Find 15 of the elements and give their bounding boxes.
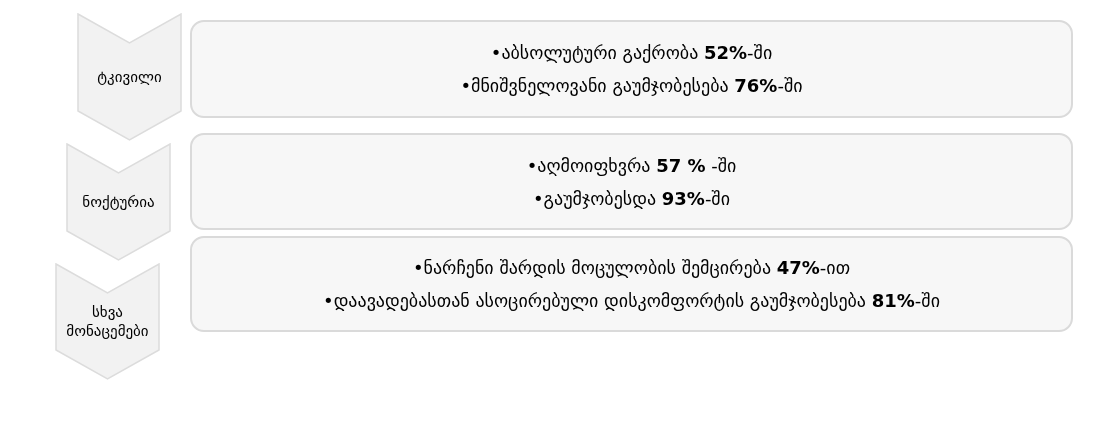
category-label: ნოქტურია: [82, 192, 155, 212]
bullet-text: •აბსოლუტური გაქრობა 52%-ში: [490, 41, 773, 65]
rounded-panel: [190, 20, 1073, 118]
bullet-text: •აღმოიფხვრა 57 % -ში: [526, 153, 737, 178]
category-label: სხვა მონაცემები: [65, 302, 150, 341]
bullet-text: •გაუმჯობესდა 93%-ში: [533, 186, 730, 211]
rounded-panel: [190, 236, 1073, 332]
chevron-shape: [66, 143, 171, 261]
category-label: ტკივილი: [97, 67, 162, 87]
bullet-text: •ნარჩენი შარდის მოცულობის შემცირება 47%-ით: [412, 256, 851, 280]
chevron-shape: [55, 263, 160, 380]
bullet-text: •დაავადებასთან ასოცირებული დისკომფორტის გაუმჯობესება 81%-ში: [323, 289, 940, 313]
bullet-text: •მნიშვნელოვანი გაუმჯობესება 76%-ში: [460, 74, 803, 98]
rounded-panel: [190, 133, 1073, 230]
chevron-shape: [77, 13, 182, 141]
